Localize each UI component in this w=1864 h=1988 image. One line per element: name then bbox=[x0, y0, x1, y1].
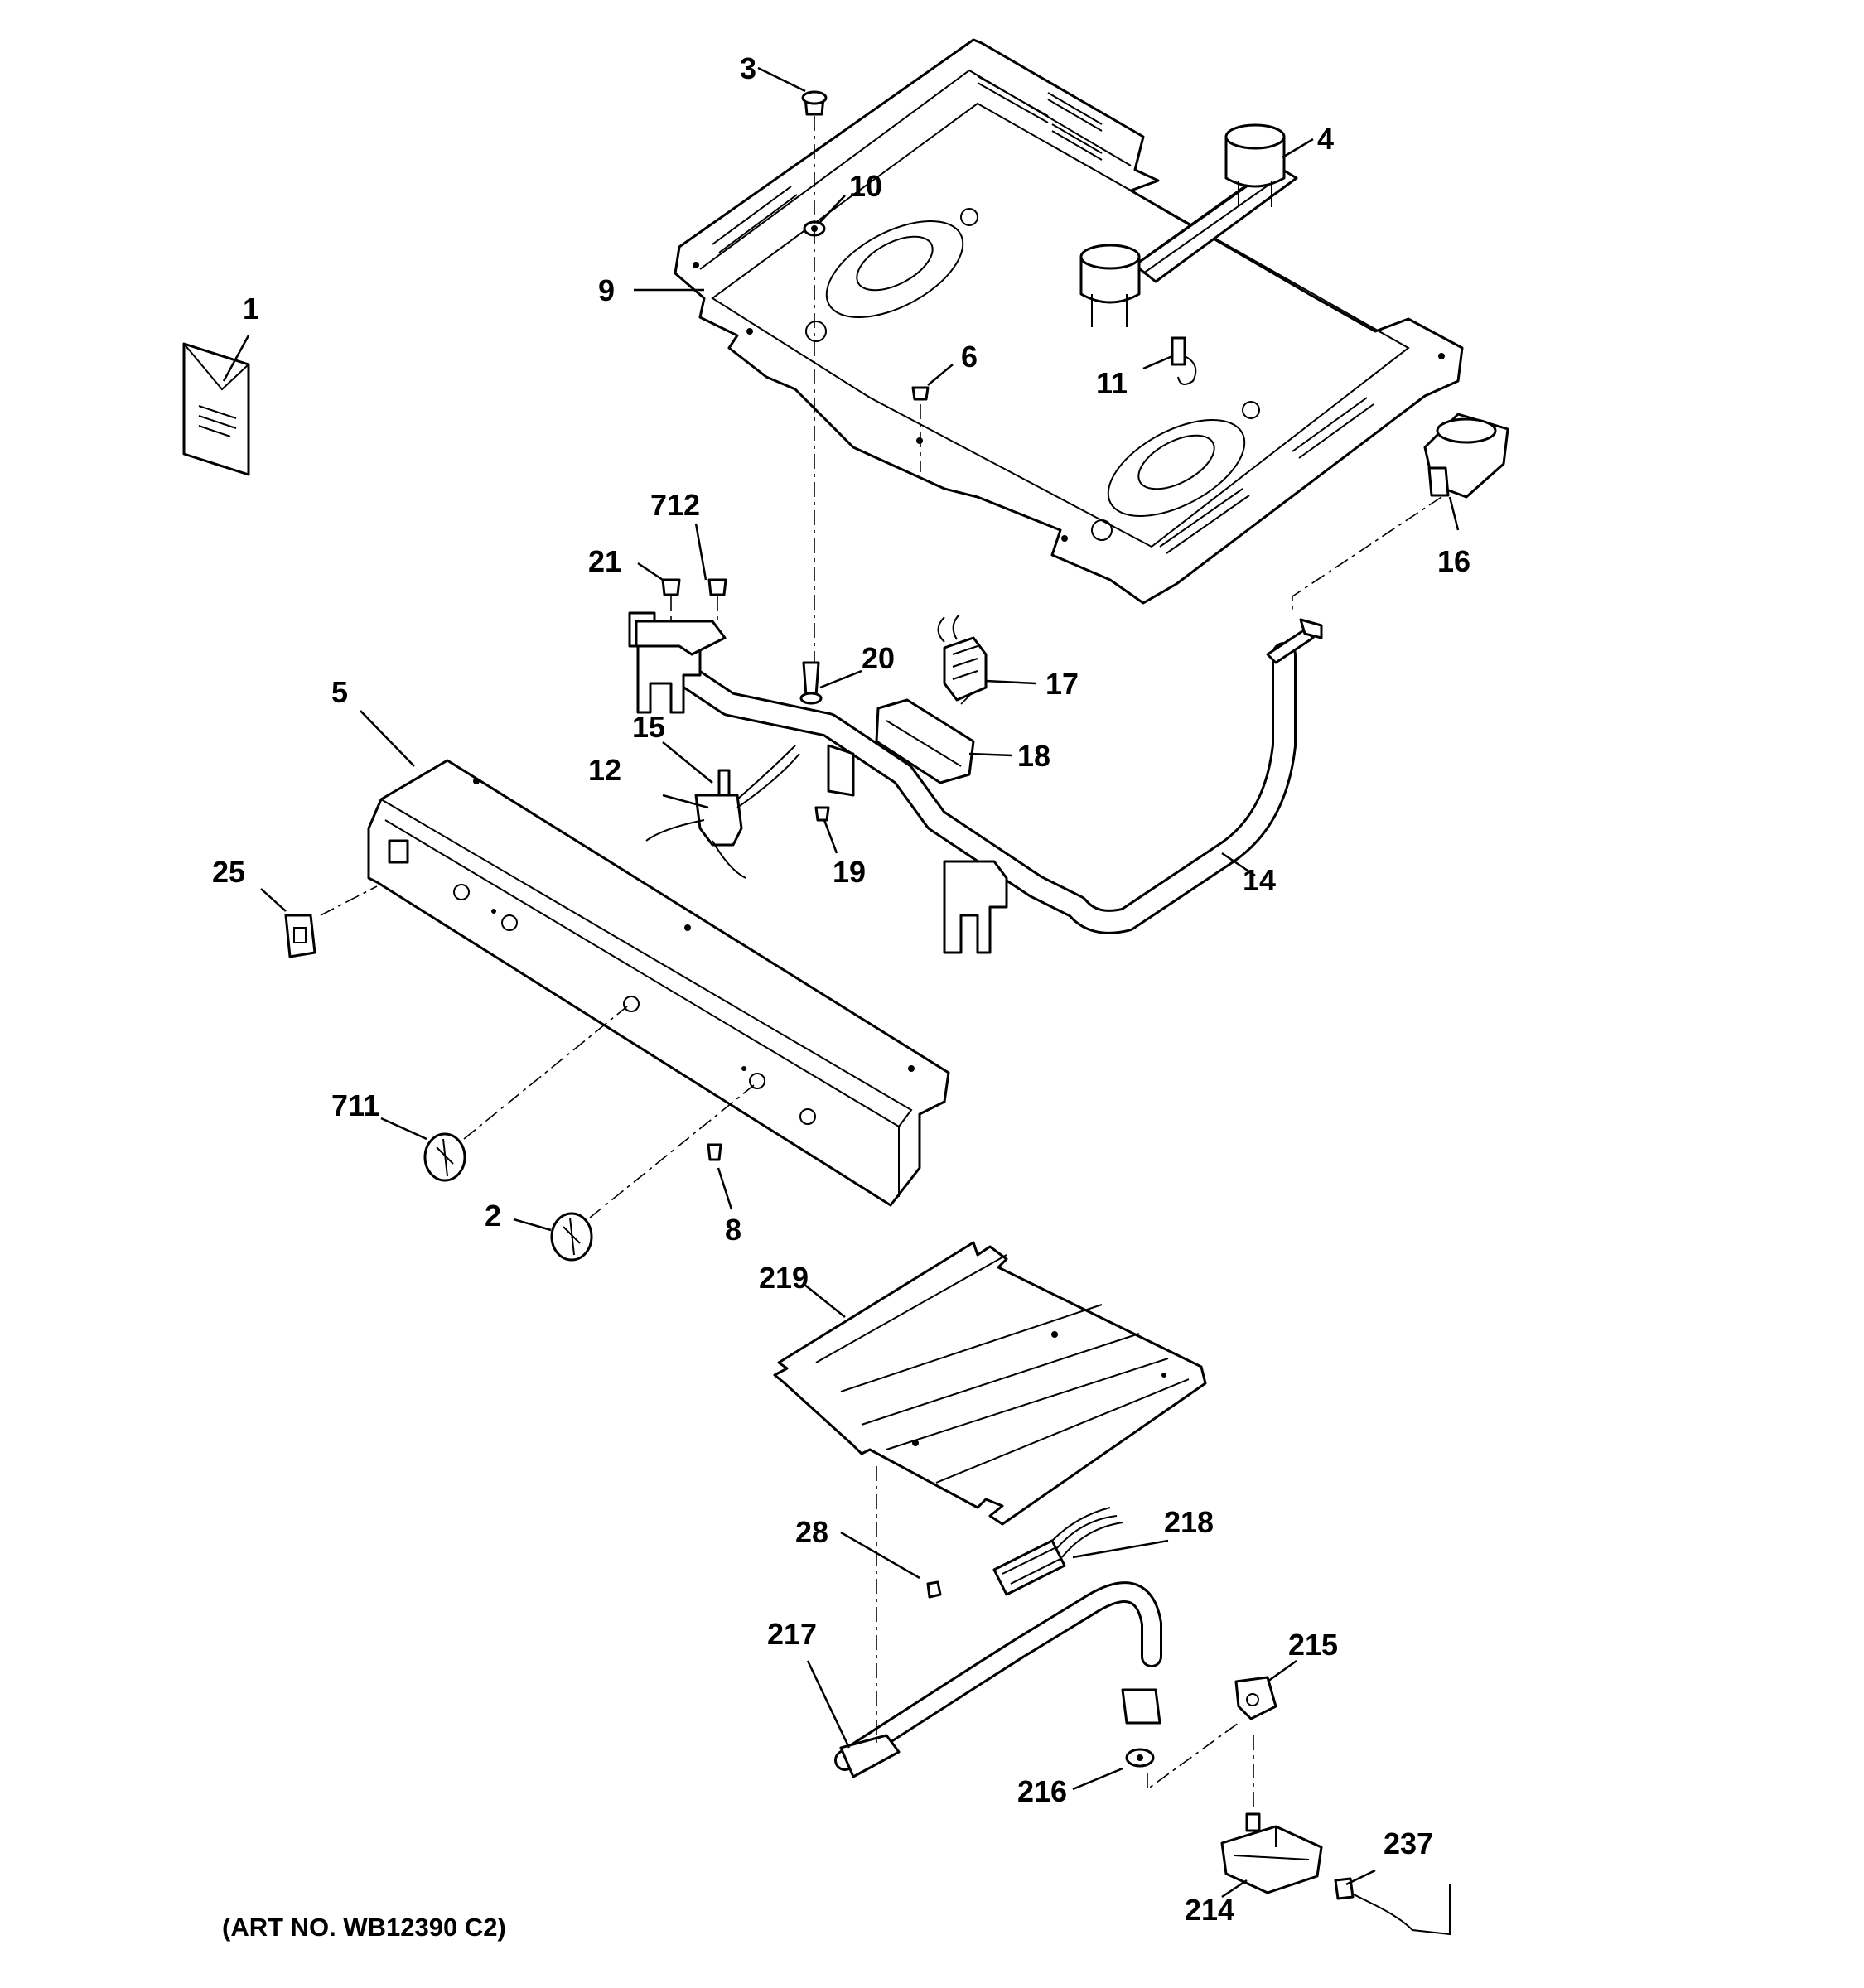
callout-20: 20 bbox=[862, 641, 895, 675]
control-panel bbox=[367, 759, 950, 1207]
callout-28: 28 bbox=[795, 1515, 828, 1549]
callout-8: 8 bbox=[725, 1213, 741, 1247]
callout-16: 16 bbox=[1437, 544, 1470, 578]
callout-6: 6 bbox=[961, 340, 978, 374]
leader-lines bbox=[222, 66, 1460, 1899]
screws-middle bbox=[661, 578, 830, 822]
bottom-shield bbox=[773, 1241, 1207, 1526]
callout-14: 14 bbox=[1243, 863, 1276, 897]
panel-screw bbox=[707, 1143, 722, 1161]
callout-712: 712 bbox=[650, 488, 700, 522]
callout-25: 25 bbox=[212, 855, 245, 889]
callout-5: 5 bbox=[331, 675, 348, 709]
callout-17: 17 bbox=[1045, 667, 1079, 701]
callout-11: 11 bbox=[1096, 366, 1128, 400]
burner-valves-assembly bbox=[1079, 123, 1298, 327]
callout-711: 711 bbox=[331, 1088, 379, 1122]
callout-1: 1 bbox=[243, 292, 259, 326]
panel-switch bbox=[284, 914, 316, 958]
callout-labels: 1 3 4 9 10 6 11 16 712 21 20 17 18 5 15 … bbox=[212, 51, 1470, 1927]
callout-214: 214 bbox=[1185, 1893, 1234, 1927]
callout-3: 3 bbox=[740, 51, 756, 85]
literature-envelope bbox=[182, 342, 250, 476]
callout-2: 2 bbox=[485, 1199, 501, 1233]
callout-19: 19 bbox=[833, 855, 866, 889]
oven-burner-assembly bbox=[834, 1507, 1451, 1936]
callout-217: 217 bbox=[767, 1617, 817, 1651]
callout-12: 12 bbox=[588, 753, 621, 787]
callout-218: 218 bbox=[1164, 1505, 1214, 1539]
burner-box-pan bbox=[674, 38, 1464, 605]
alignment-lines bbox=[320, 116, 1442, 1810]
callout-4: 4 bbox=[1317, 122, 1334, 156]
art-number-caption: (ART NO. WB12390 C2) bbox=[222, 1913, 506, 1942]
callout-9: 9 bbox=[598, 273, 615, 307]
callout-18: 18 bbox=[1017, 739, 1050, 773]
callout-215: 215 bbox=[1288, 1628, 1338, 1662]
pressure-regulator bbox=[1423, 413, 1509, 499]
callout-216: 216 bbox=[1017, 1774, 1067, 1808]
callout-15: 15 bbox=[632, 710, 665, 744]
spark-module bbox=[875, 614, 988, 784]
callout-237: 237 bbox=[1384, 1826, 1433, 1860]
control-knobs bbox=[423, 1132, 593, 1262]
callout-219: 219 bbox=[759, 1261, 809, 1295]
callout-21: 21 bbox=[588, 544, 621, 578]
callout-10: 10 bbox=[849, 169, 882, 203]
manifold-pipe bbox=[628, 611, 1323, 954]
ignition-switch bbox=[645, 745, 800, 879]
